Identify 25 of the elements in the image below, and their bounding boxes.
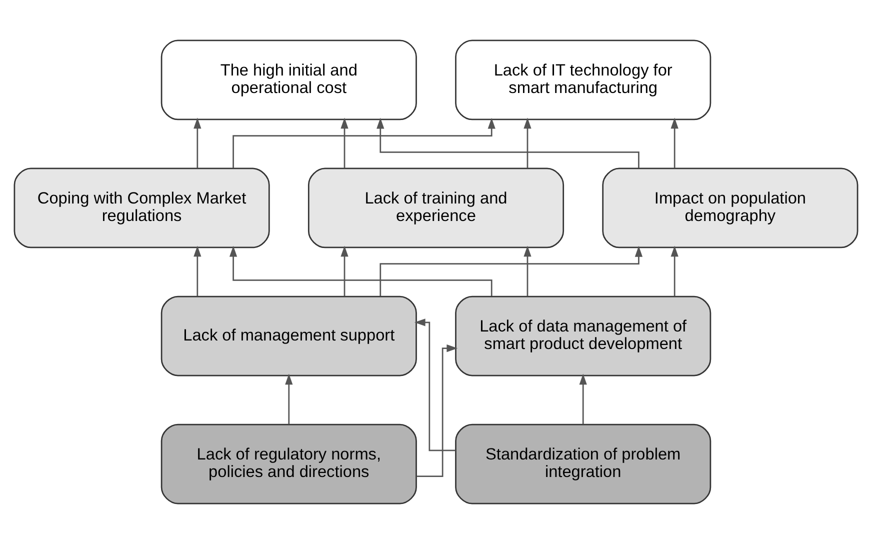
node-box: Impact on population demography — [602, 167, 858, 248]
arrow — [670, 117, 678, 168]
node-box: Lack of training and experience — [307, 167, 564, 248]
node-box: Lack of management support — [160, 295, 416, 376]
arrow — [578, 373, 586, 424]
node-box: Lack of data management of smart product development — [454, 295, 711, 376]
arrow — [376, 117, 639, 168]
arrow — [670, 245, 678, 296]
node-box: The high initial and operational cost — [160, 39, 416, 120]
arrow — [340, 117, 348, 168]
arrow — [228, 245, 492, 296]
arrow — [379, 245, 642, 296]
arrow — [284, 373, 292, 424]
node-box: Lack of IT technology for smart manufacturing — [454, 39, 711, 120]
node-box: Lack of regulatory norms, policies and directions — [160, 423, 416, 504]
arrow — [232, 117, 495, 168]
arrow — [414, 318, 455, 451]
node-box: Coping with Complex Market regulations — [13, 167, 270, 248]
arrow — [193, 117, 201, 168]
node-box: Standardization of problem integration — [454, 423, 711, 504]
arrow — [193, 245, 201, 296]
arrow — [416, 344, 458, 476]
arrow — [523, 117, 531, 168]
arrow — [340, 245, 348, 296]
arrow — [523, 245, 531, 296]
